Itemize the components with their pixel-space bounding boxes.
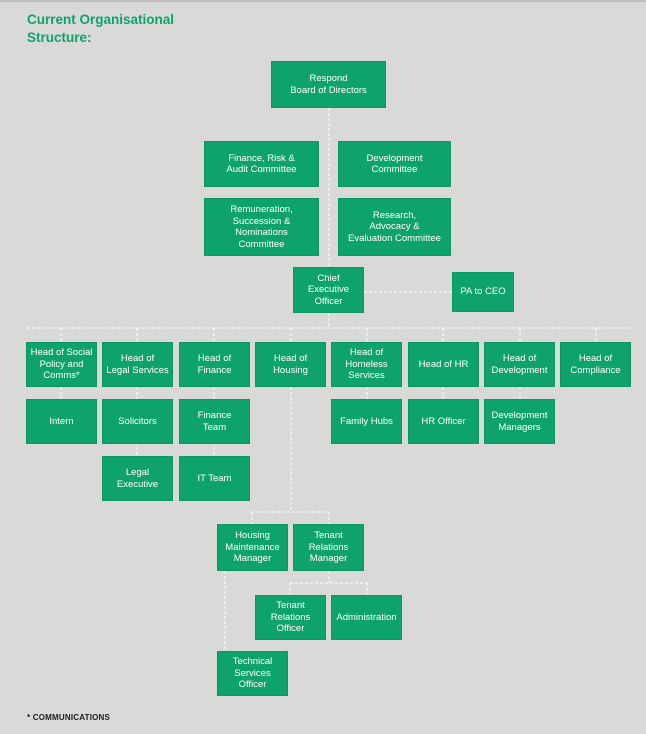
head-homeless-services-label: Head of Homeless Services (345, 347, 388, 382)
head-legal-services-box: Head of Legal Services (102, 342, 173, 387)
ceo-box: Chief Executive Officer (293, 267, 364, 313)
housing-maintenance-manager-label: Housing Maintenance Manager (225, 530, 280, 565)
development-committee-box: Development Committee (338, 141, 451, 187)
development-managers-box: Development Managers (484, 399, 555, 444)
research-committee-label: Research, Advocacy & Evaluation Committe… (348, 209, 441, 244)
tenant-relations-manager-label: Tenant Relations Manager (308, 530, 349, 565)
finance-team-box: Finance Team (179, 399, 250, 444)
development-managers-label: Development Managers (491, 410, 548, 433)
administration-box: Administration (331, 595, 402, 640)
pa-to-ceo-label: PA to CEO (460, 286, 506, 298)
solicitors-box: Solicitors (102, 399, 173, 444)
footnote: * COMMUNICATIONS (27, 713, 111, 722)
administration-label: Administration (336, 611, 397, 623)
remuneration-committee-box: Remuneration, Succession & Nominations C… (204, 198, 319, 256)
hr-officer-box: HR Officer (408, 399, 479, 444)
head-hr-box: Head of HR (408, 342, 479, 387)
top-border (0, 0, 646, 2)
head-hr-label: Head of HR (418, 358, 469, 370)
title-line-2: Structure: (27, 30, 92, 45)
head-housing-label: Head of Housing (273, 353, 308, 376)
head-legal-services-label: Head of Legal Services (106, 353, 169, 376)
development-committee-label: Development Committee (366, 152, 423, 176)
legal-executive-label: Legal Executive (116, 467, 159, 490)
finance-risk-audit-committee-box: Finance, Risk & Audit Committee (204, 141, 319, 187)
tenant-relations-officer-label: Tenant Relations Officer (270, 600, 311, 635)
head-development-box: Head of Development (484, 342, 555, 387)
legal-executive-box: Legal Executive (102, 456, 173, 501)
finance-risk-audit-committee-label: Finance, Risk & Audit Committee (226, 152, 297, 176)
page-title: Current Organisational Structure: (27, 11, 227, 47)
technical-services-officer-label: Technical Services Officer (232, 656, 273, 691)
housing-maintenance-manager-box: Housing Maintenance Manager (217, 524, 288, 571)
intern-label: Intern (49, 415, 74, 427)
it-team-box: IT Team (179, 456, 250, 501)
head-finance-label: Head of Finance (197, 353, 232, 376)
research-committee-box: Research, Advocacy & Evaluation Committe… (338, 198, 451, 256)
remuneration-committee-label: Remuneration, Succession & Nominations C… (230, 204, 293, 250)
technical-services-officer-box: Technical Services Officer (217, 651, 288, 696)
finance-team-label: Finance Team (197, 410, 232, 433)
pa-to-ceo-box: PA to CEO (452, 272, 514, 312)
head-social-policy-label: Head of Social Policy and Comms* (30, 347, 93, 382)
tenant-relations-officer-box: Tenant Relations Officer (255, 595, 326, 640)
ceo-label: Chief Executive Officer (307, 272, 350, 307)
solicitors-label: Solicitors (118, 415, 157, 427)
hr-officer-label: HR Officer (421, 415, 466, 427)
head-homeless-services-box: Head of Homeless Services (331, 342, 402, 387)
head-development-label: Head of Development (491, 353, 548, 376)
family-hubs-label: Family Hubs (340, 415, 393, 427)
head-finance-box: Head of Finance (179, 342, 250, 387)
head-compliance-label: Head of Compliance (570, 353, 621, 376)
board-of-directors-box: Respond Board of Directors (271, 61, 386, 108)
intern-box: Intern (26, 399, 97, 444)
head-social-policy-box: Head of Social Policy and Comms* (26, 342, 97, 387)
it-team-label: IT Team (197, 472, 232, 484)
title-line-1: Current Organisational (27, 12, 175, 27)
family-hubs-box: Family Hubs (331, 399, 402, 444)
tenant-relations-manager-box: Tenant Relations Manager (293, 524, 364, 571)
board-of-directors-label: Respond Board of Directors (290, 73, 367, 96)
head-compliance-box: Head of Compliance (560, 342, 631, 387)
head-housing-box: Head of Housing (255, 342, 326, 387)
